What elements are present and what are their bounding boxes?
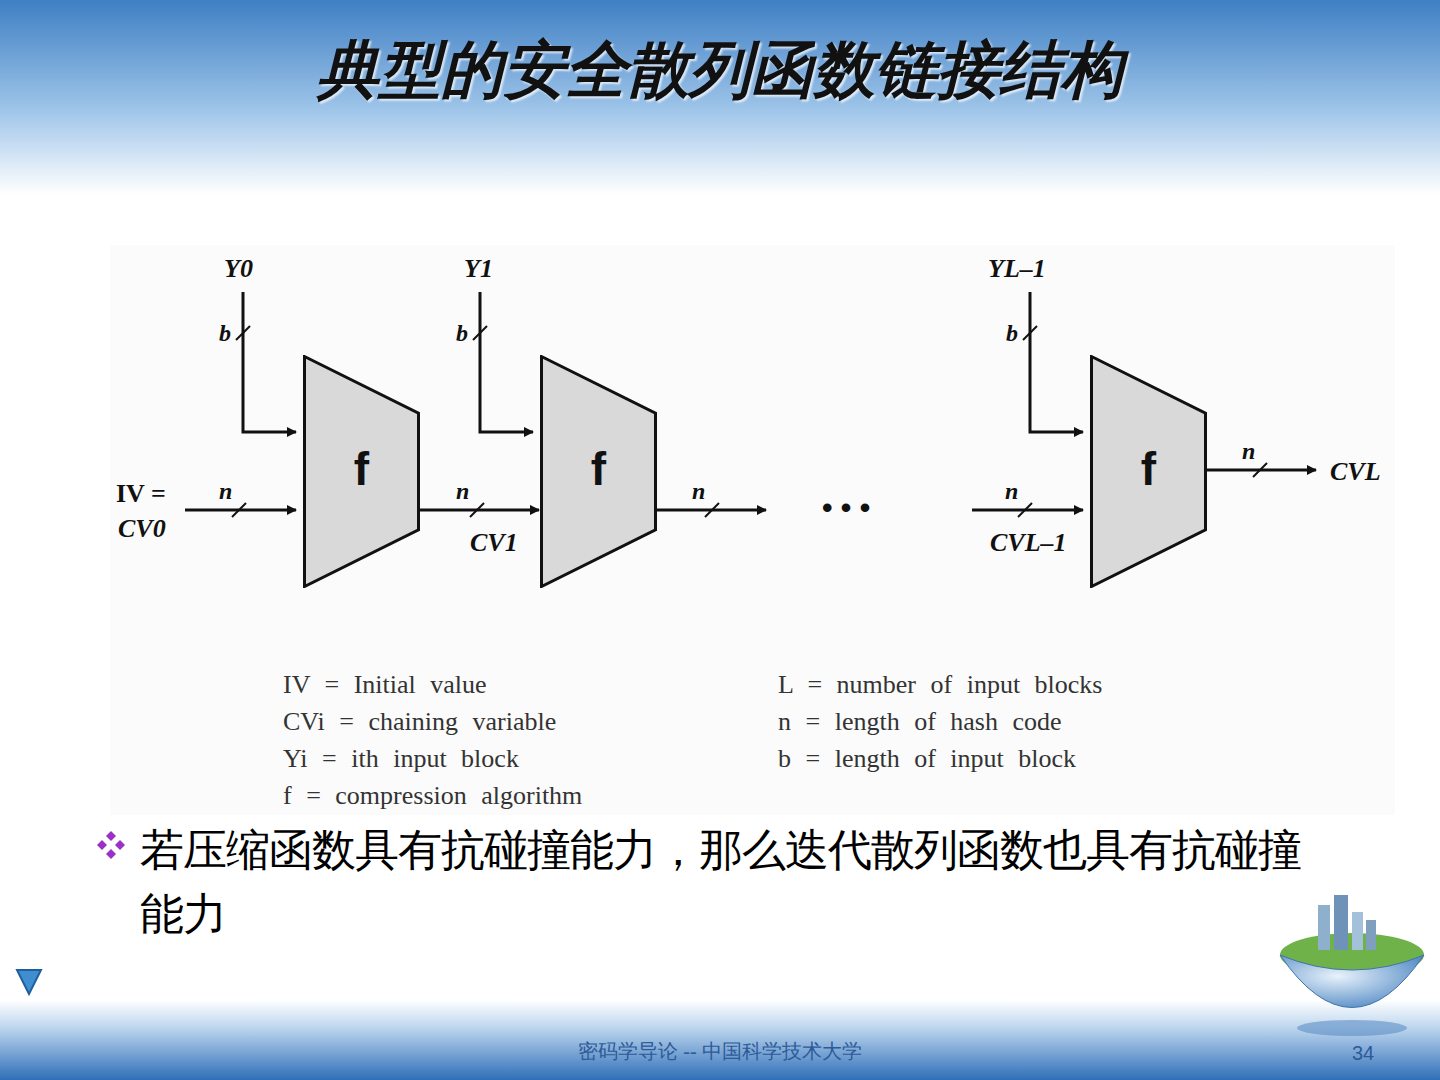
- input-block: Y0: [224, 252, 253, 286]
- bullet-text: 若压缩函数具有抗碰撞能力，那么迭代散列函数也具有抗碰撞能力: [140, 818, 1320, 946]
- input-block: Y1: [464, 252, 493, 286]
- chaining-variable: CVL: [1330, 455, 1381, 489]
- compression-function: f: [1090, 355, 1207, 588]
- chaining-variable: CV1: [470, 526, 518, 560]
- function-label: f: [1141, 442, 1156, 496]
- compression-function: f: [303, 355, 420, 588]
- compression-function: f: [540, 355, 657, 588]
- bit-width: b: [456, 318, 468, 349]
- legend-row: f = compression algorithm: [283, 779, 582, 813]
- legend-row: CVi = chaining variable: [283, 705, 556, 739]
- function-label: f: [354, 442, 369, 496]
- input-block: YL–1: [988, 252, 1046, 286]
- legend-row: IV = Initial value: [283, 668, 487, 702]
- bit-width: n: [1005, 476, 1018, 507]
- ellipsis: • • •: [822, 488, 870, 527]
- bit-width: n: [219, 476, 232, 507]
- bit-width: b: [219, 318, 231, 349]
- slide-title: 典型的安全散列函数链接结构: [0, 28, 1440, 112]
- bit-width: b: [1006, 318, 1018, 349]
- legend-row: n = length of hash code: [778, 705, 1062, 739]
- page-number: 34: [1352, 1040, 1374, 1066]
- iv-label: IV =: [116, 477, 166, 511]
- bit-width: n: [692, 476, 705, 507]
- legend-row: L = number of input blocks: [778, 668, 1103, 702]
- bit-width: n: [456, 476, 469, 507]
- legend-row: Yi = ith input block: [283, 742, 519, 776]
- function-label: f: [591, 442, 606, 496]
- chaining-variable: CVL–1: [990, 526, 1067, 560]
- legend-row: b = length of input block: [778, 742, 1076, 776]
- chaining-connector: [420, 508, 539, 511]
- bit-width: n: [1242, 436, 1255, 467]
- chaining-variable: CV0: [118, 512, 166, 546]
- footer-text: 密码学导论 -- 中国科学技术大学: [0, 1038, 1440, 1064]
